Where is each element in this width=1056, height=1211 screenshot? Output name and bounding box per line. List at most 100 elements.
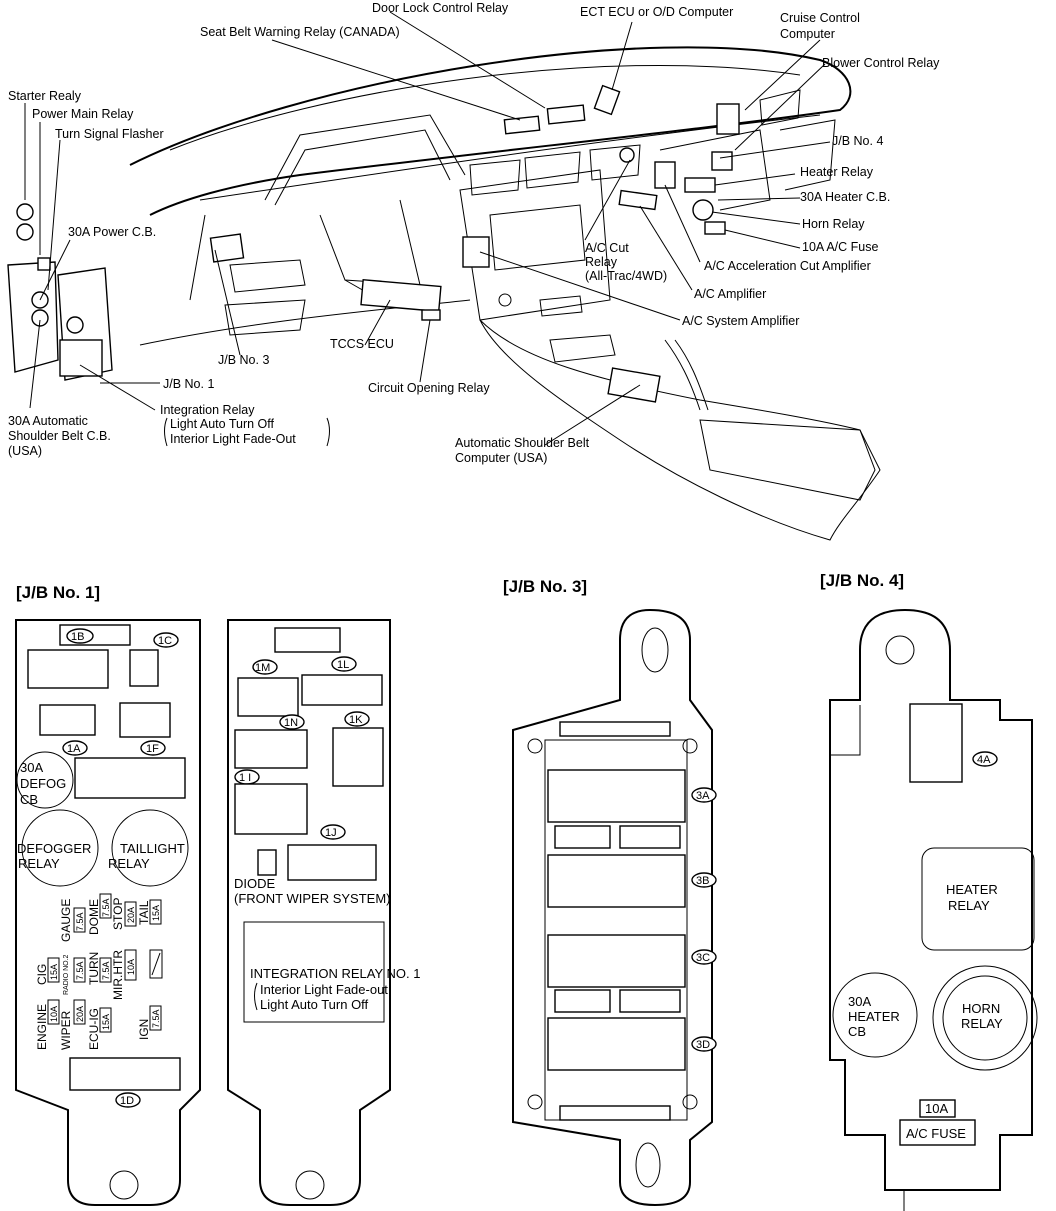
svg-text:1K: 1K [349,714,363,726]
label-30a-automatic: 30A Automatic [8,414,88,428]
label-ac-amplifier: A/C Amplifier [694,287,766,301]
svg-text:15A: 15A [101,1014,111,1030]
jb4-panel: [J/B No. 4] 4A HEATER RELAY 30A HEATER C… [820,571,1038,1211]
svg-text:Light Auto Turn Off: Light Auto Turn Off [260,997,369,1012]
svg-text:30A: 30A [848,994,871,1009]
svg-text:ENGINE: ENGINE [35,1004,49,1050]
overview-labels: Door Lock Control Relay ECT ECU or O/D C… [8,1,940,465]
svg-text:7.5A: 7.5A [75,961,85,980]
label-ac-system-amplifier: A/C System Amplifier [682,314,799,328]
svg-text:3A: 3A [696,790,710,802]
svg-text:INTEGRATION RELAY NO. 1: INTEGRATION RELAY NO. 1 [250,966,420,981]
svg-text:7.5A: 7.5A [151,1009,161,1028]
svg-text:(FRONT WIPER SYSTEM): (FRONT WIPER SYSTEM) [234,891,390,906]
svg-text:1D: 1D [120,1095,134,1107]
svg-text:15A: 15A [49,964,59,980]
svg-text:TAILLIGHT: TAILLIGHT [120,841,185,856]
svg-text:WIPER: WIPER [59,1010,73,1050]
label-usa: (USA) [8,444,42,458]
svg-text:10A: 10A [126,959,136,975]
label-10a-ac-fuse: 10A A/C Fuse [802,240,878,254]
svg-text:20A: 20A [75,1006,85,1022]
svg-text:IGN: IGN [137,1019,151,1040]
jb3-panel: [J/B No. 3] 3A 3B 3C 3D [503,577,717,1207]
svg-text:HEATER: HEATER [848,1009,900,1024]
svg-text:1B: 1B [71,631,84,643]
svg-text:DOME: DOME [87,899,101,935]
label-turn-signal-flasher: Turn Signal Flasher [55,127,164,141]
svg-text:MIR.HTR: MIR.HTR [111,950,125,1000]
svg-text:1A: 1A [67,743,81,755]
svg-text:ECU-IG: ECU-IG [87,1008,101,1050]
label-door-lock-control-relay: Door Lock Control Relay [372,1,509,15]
svg-text:RELAY: RELAY [18,856,60,871]
label-starter-relay: Starter Realy [8,89,82,103]
svg-text:Interior Light Fade-out: Interior Light Fade-out [260,982,388,997]
svg-text:7.5A: 7.5A [101,898,111,917]
label-tccs-ecu: TCCS ECU [330,337,394,351]
svg-text:A/C FUSE: A/C FUSE [906,1126,966,1141]
label-ac-cut-relay: Relay [585,255,618,269]
svg-text:TAIL: TAIL [137,900,151,925]
label-integration-relay: Integration Relay [160,403,255,417]
svg-text:20A: 20A [126,907,136,923]
svg-text:1J: 1J [325,827,337,839]
label-seat-belt-warning-relay: Seat Belt Warning Relay (CANADA) [200,25,400,39]
label-ac-cut-alltrac: (All-Trac/4WD) [585,269,667,283]
svg-text:STOP: STOP [111,898,125,930]
label-blower-control-relay: Blower Control Relay [822,56,940,70]
label-jb-no4: J/B No. 4 [832,134,883,148]
jb1-title: [J/B No. 1] [16,583,100,602]
label-horn-relay: Horn Relay [802,217,865,231]
jb3-title: [J/B No. 3] [503,577,587,596]
svg-text:RADIO NO.2: RADIO NO.2 [63,954,70,995]
svg-text:GAUGE: GAUGE [59,899,73,942]
label-heater-relay: Heater Relay [800,165,874,179]
svg-text:3D: 3D [696,1039,710,1051]
svg-text:CIG: CIG [35,964,49,985]
svg-text:1F: 1F [146,743,159,755]
jb4-title: [J/B No. 4] [820,571,904,590]
label-interior-light-fade-out: Interior Light Fade-Out [170,432,296,446]
svg-text:3B: 3B [696,875,709,887]
label-cruise-control: Cruise Control [780,11,860,25]
label-jb-no1: J/B No. 1 [163,377,214,391]
label-light-auto-turn-off: Light Auto Turn Off [170,417,275,431]
svg-text:15A: 15A [151,905,161,921]
jb1-rear-panel: 1M 1L 1N 1K 1 I 1J DIODE (FRONT WIPER SY… [227,619,420,1206]
svg-text:10A: 10A [925,1101,948,1116]
svg-text:DEFOGGER: DEFOGGER [17,841,91,856]
label-auto-shoulder-belt: Automatic Shoulder Belt [455,436,590,450]
svg-text:1L: 1L [337,659,349,671]
svg-text:1N: 1N [284,717,298,729]
label-circuit-opening-relay: Circuit Opening Relay [368,381,490,395]
jb1-panel: [J/B No. 1] 1B 1C 1A 1F 30A DEFOG CB DEF… [15,583,201,1206]
svg-text:1C: 1C [158,635,172,647]
svg-text:1 I: 1 I [239,772,251,784]
label-30a-power-cb: 30A Power C.B. [68,225,156,239]
svg-text:4A: 4A [977,754,991,766]
svg-text:DEFOG: DEFOG [20,776,66,791]
label-power-main-relay: Power Main Relay [32,107,134,121]
svg-text:CB: CB [848,1024,866,1039]
svg-text:TURN: TURN [87,952,101,985]
svg-text:CB: CB [20,792,38,807]
svg-text:RELAY: RELAY [948,898,990,913]
svg-text:7.5A: 7.5A [101,961,111,980]
label-cruise-control-computer: Computer [780,27,835,41]
svg-text:RELAY: RELAY [961,1016,1003,1031]
label-shoulder-belt-cb: Shoulder Belt C.B. [8,429,111,443]
svg-text:HEATER: HEATER [946,882,998,897]
svg-text:7.5A: 7.5A [75,912,85,931]
label-ac-acceleration-cut-amplifier: A/C Acceleration Cut Amplifier [704,259,871,273]
svg-text:1M: 1M [255,662,270,674]
svg-text:HORN: HORN [962,1001,1000,1016]
svg-text:3C: 3C [696,952,710,964]
label-jb-no3: J/B No. 3 [218,353,269,367]
label-ect-ecu: ECT ECU or O/D Computer [580,5,733,19]
svg-text:30A: 30A [20,760,43,775]
svg-text:DIODE: DIODE [234,876,276,891]
dashboard-illustration [7,11,881,541]
label-ac-cut: A/C Cut [585,241,629,255]
